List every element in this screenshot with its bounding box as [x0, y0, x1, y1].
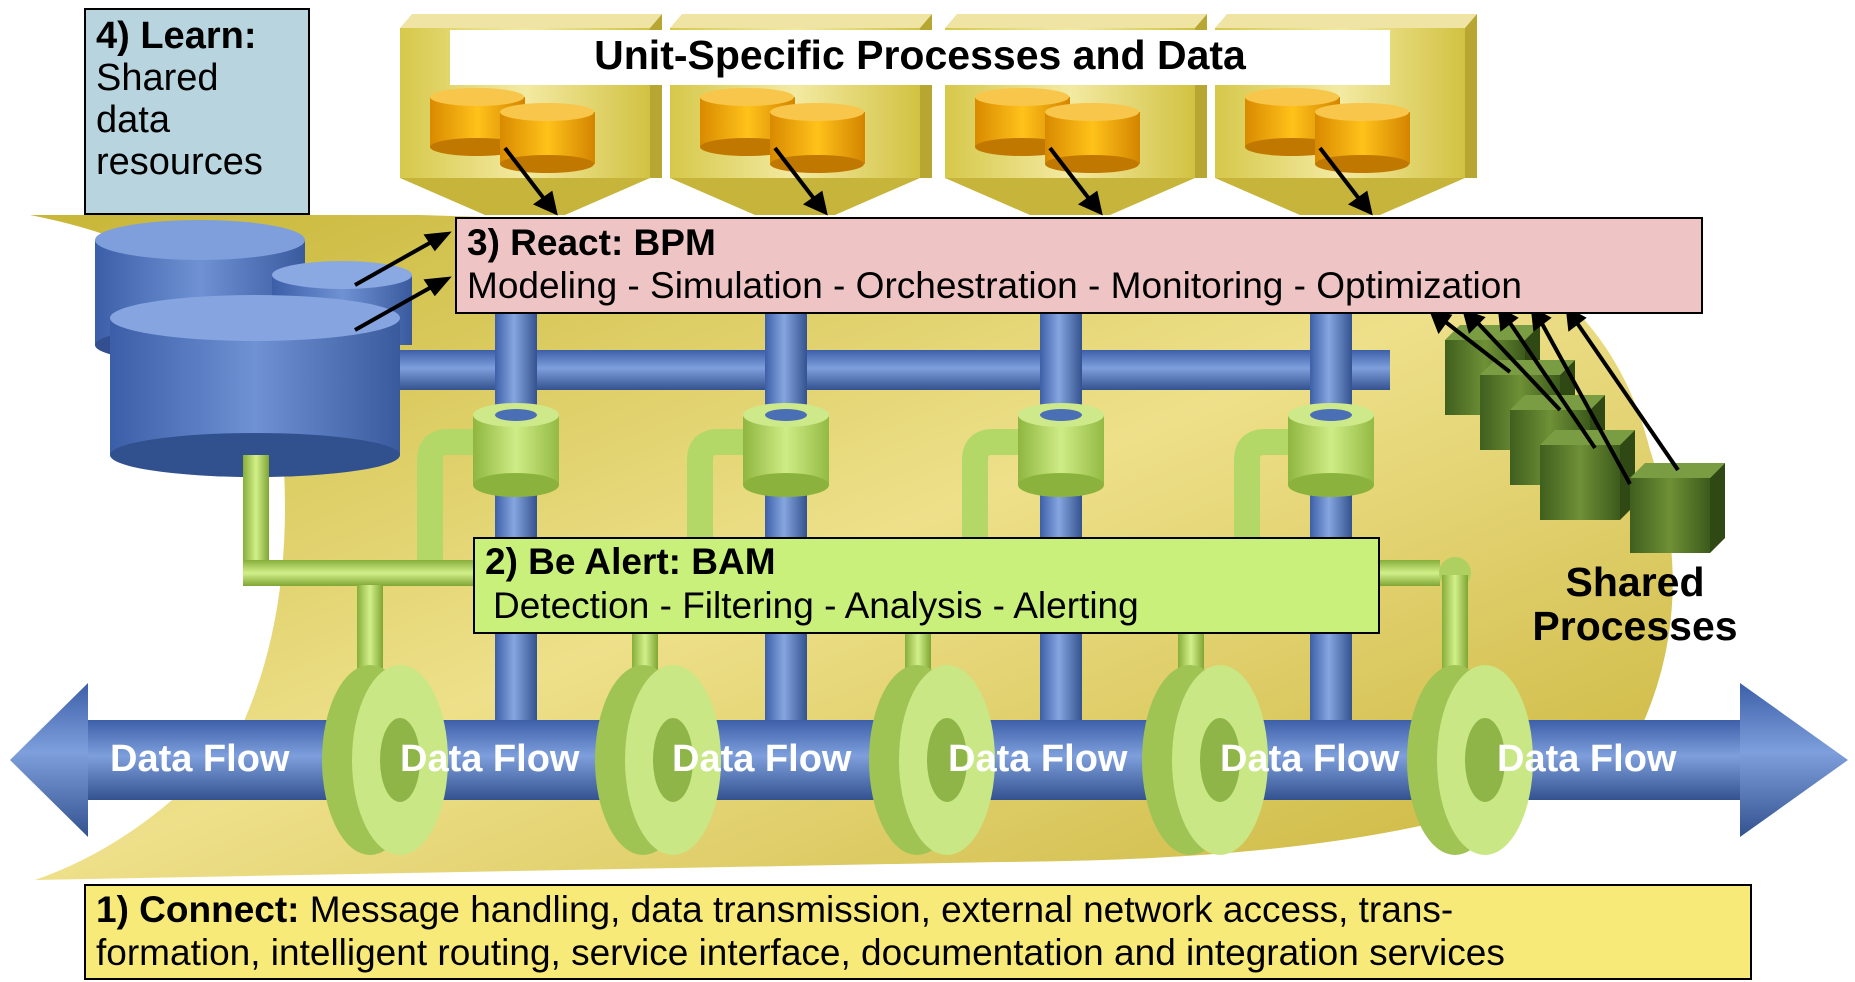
shared-processes-line-1: Shared [1565, 559, 1705, 605]
learn-line-2: data [96, 99, 170, 141]
data-flow-label-6: Data Flow [1497, 738, 1677, 780]
alert-ring-4 [1288, 403, 1374, 497]
unit-database-icon-3 [975, 88, 1140, 173]
shared-processes-label: Shared Processes [1485, 560, 1785, 649]
data-flow-label-4: Data Flow [948, 738, 1128, 780]
blue-bus-pipe [380, 350, 1390, 390]
coupling-1 [322, 665, 448, 855]
coupling-5 [1407, 665, 1533, 855]
coupling-2 [595, 665, 721, 855]
data-flow-label-3: Data Flow [672, 738, 852, 780]
coupling-3 [869, 665, 995, 855]
data-flow-label-1: Data Flow [110, 738, 290, 780]
database-to-bpm-arrows [354, 231, 452, 332]
coupling-4 [1142, 665, 1268, 855]
alert-ring-1 [473, 403, 559, 497]
alert-ring-2 [743, 403, 829, 497]
connect-title: 1) Connect: [96, 889, 300, 930]
learn-box: 4) Learn: Shared data resources [84, 8, 310, 215]
shared-processes-line-2: Processes [1532, 603, 1738, 650]
blue-vertical-pipe-3 [1040, 300, 1082, 740]
shared-database-icon [95, 220, 412, 477]
learn-line-3: resources [96, 141, 263, 183]
connect-line-2: formation, intelligent routing, service … [96, 932, 1505, 973]
unit-database-icon-2 [700, 88, 865, 173]
alert-steps: Detection - Filtering - Analysis - Alert… [493, 585, 1139, 626]
alert-ring-3 [1018, 403, 1104, 497]
blue-vertical-pipe-4 [1310, 300, 1352, 740]
learn-title: 4) Learn: [96, 15, 257, 57]
unit-title-backdrop [450, 30, 1390, 85]
react-bpm-box: 3) React: BPM Modeling - Simulation - Or… [455, 217, 1703, 314]
blue-vertical-pipe-1 [495, 300, 537, 740]
alert-bam-box: 2) Be Alert: BAM Detection - Filtering -… [473, 537, 1380, 634]
connect-box: 1) Connect: Message handling, data trans… [84, 884, 1752, 980]
unit-database-icon-1 [430, 88, 595, 173]
unit-database-icon-4 [1245, 88, 1410, 173]
blue-vertical-pipe-2 [765, 300, 807, 740]
connect-text: Message handling, data transmission, ext… [299, 889, 1454, 930]
react-steps: Modeling - Simulation - Orchestration - … [467, 265, 1522, 306]
learn-line-1: Shared [96, 57, 219, 99]
shared-to-bpm-arrows [1428, 306, 1680, 485]
alert-title: 2) Be Alert: BAM [485, 541, 776, 582]
data-flow-label-5: Data Flow [1220, 738, 1400, 780]
react-title: 3) React: BPM [467, 222, 716, 263]
unit-to-bpm-arrows [503, 146, 1373, 216]
connect-line-1: 1) Connect: Message handling, data trans… [96, 890, 1453, 930]
shared-process-blocks [1445, 325, 1725, 553]
unit-specific-title: Unit-Specific Processes and Data [594, 32, 1246, 78]
data-flow-label-2: Data Flow [400, 738, 580, 780]
